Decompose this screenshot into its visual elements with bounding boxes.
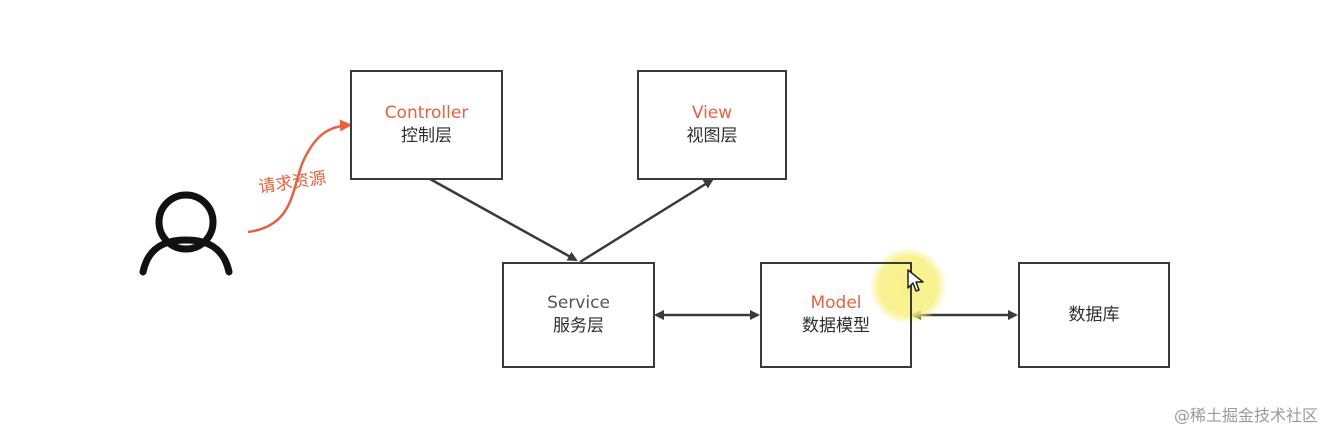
view-node: View 视图层 bbox=[637, 70, 787, 180]
watermark: @稀土掘金技术社区 bbox=[1173, 406, 1318, 425]
person-outline-icon bbox=[139, 191, 233, 276]
controller-label-en: Controller bbox=[384, 103, 469, 123]
model-node: Model 数据模型 bbox=[760, 262, 912, 368]
edge-user-to-controller bbox=[247, 119, 352, 234]
database-node: 数据库 bbox=[1018, 262, 1170, 368]
model-label-en: Model bbox=[810, 293, 862, 313]
edge-controller-to-service bbox=[429, 177, 578, 262]
controller-label-zh: 控制层 bbox=[401, 126, 452, 146]
service-node: Service 服务层 bbox=[502, 262, 655, 368]
mouse-pointer-icon bbox=[907, 269, 924, 292]
model-label-zh: 数据模型 bbox=[802, 316, 870, 336]
view-label-zh: 视图层 bbox=[686, 126, 738, 146]
view-label-en: View bbox=[691, 103, 733, 123]
controller-node: Controller 控制层 bbox=[350, 70, 503, 180]
edge-service-to-view bbox=[579, 178, 714, 264]
service-label-en: Service bbox=[547, 293, 610, 313]
service-label-zh: 服务层 bbox=[553, 316, 604, 336]
database-label-zh: 数据库 bbox=[1068, 305, 1120, 325]
